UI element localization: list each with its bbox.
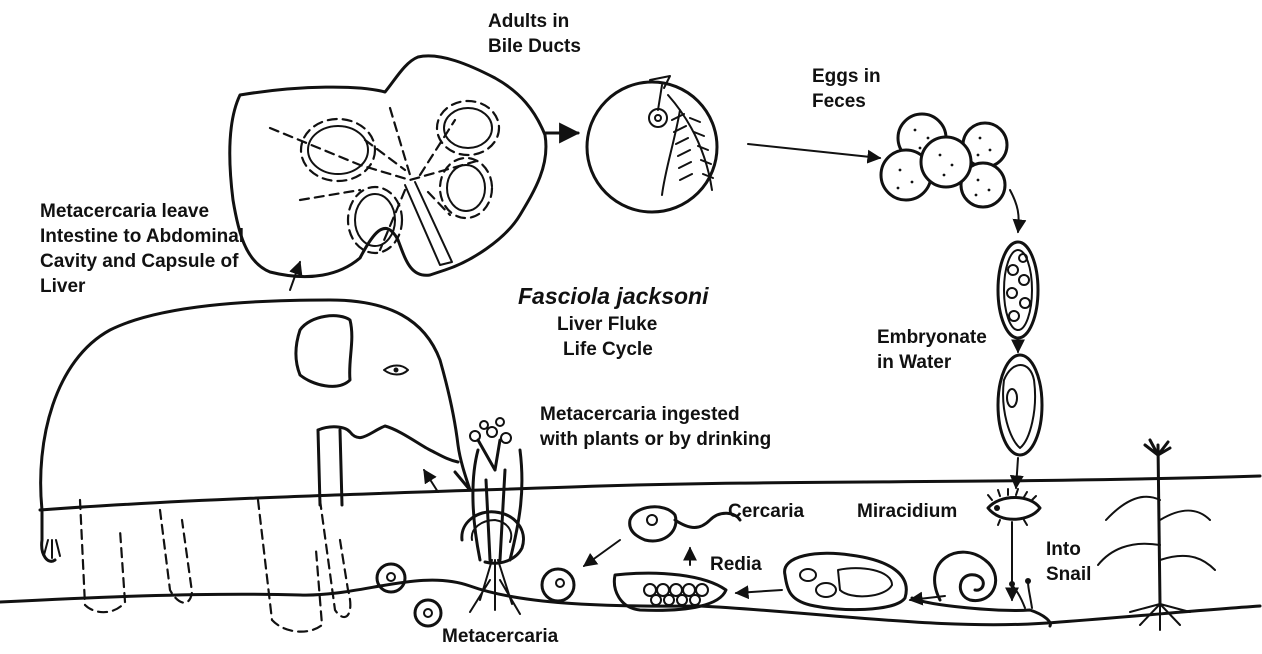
label-eggs-line1: Eggs in [812,66,881,87]
label-adults-line2: Bile Ducts [488,36,581,57]
egg-cluster-icon [881,114,1007,207]
title-species: Fasciola jacksoni [518,283,709,309]
label-miracidium: Miracidium [857,501,957,522]
label-leave-line3: Cavity and Capsule of [40,251,239,272]
label-leave-line2: Intestine to Abdominal [40,226,244,247]
metacercaria-cyst-icon [377,564,574,626]
embryonated-egg-icon [998,242,1038,338]
label-redia: Redia [710,554,762,575]
miracidium-icon [988,489,1040,528]
aquatic-plant-icon [462,418,524,614]
label-cercaria: Cercaria [728,501,804,522]
label-ingested-line1: Metacercaria ingested [540,404,740,425]
label-ingested-line2: with plants or by drinking [539,429,771,450]
label-embryonate-line1: Embryonate [877,327,987,348]
hatching-egg-icon [998,355,1042,455]
label-leave-line4: Liver [40,276,86,297]
liver-icon [230,56,546,277]
title-line1: Liver Fluke [557,314,657,335]
label-eggs-line2: Feces [812,91,866,112]
sporocyst-icon [785,553,907,609]
label-into-snail-line2: Snail [1046,564,1091,585]
snail-icon [912,552,1050,626]
label-leave-line1: Metacercaria leave [40,201,209,222]
plant-icon [1098,440,1215,630]
water-surface-line [40,476,1260,510]
label-metacercaria: Metacercaria [442,626,559,647]
ground-line [0,580,1260,625]
title-line2: Life Cycle [563,339,653,360]
label-embryonate-line2: in Water [877,352,952,373]
label-adults-line1: Adults in [488,11,569,32]
cercaria-icon [630,507,740,541]
adult-fluke-icon [587,76,717,212]
label-into-snail-line1: Into [1046,539,1081,560]
